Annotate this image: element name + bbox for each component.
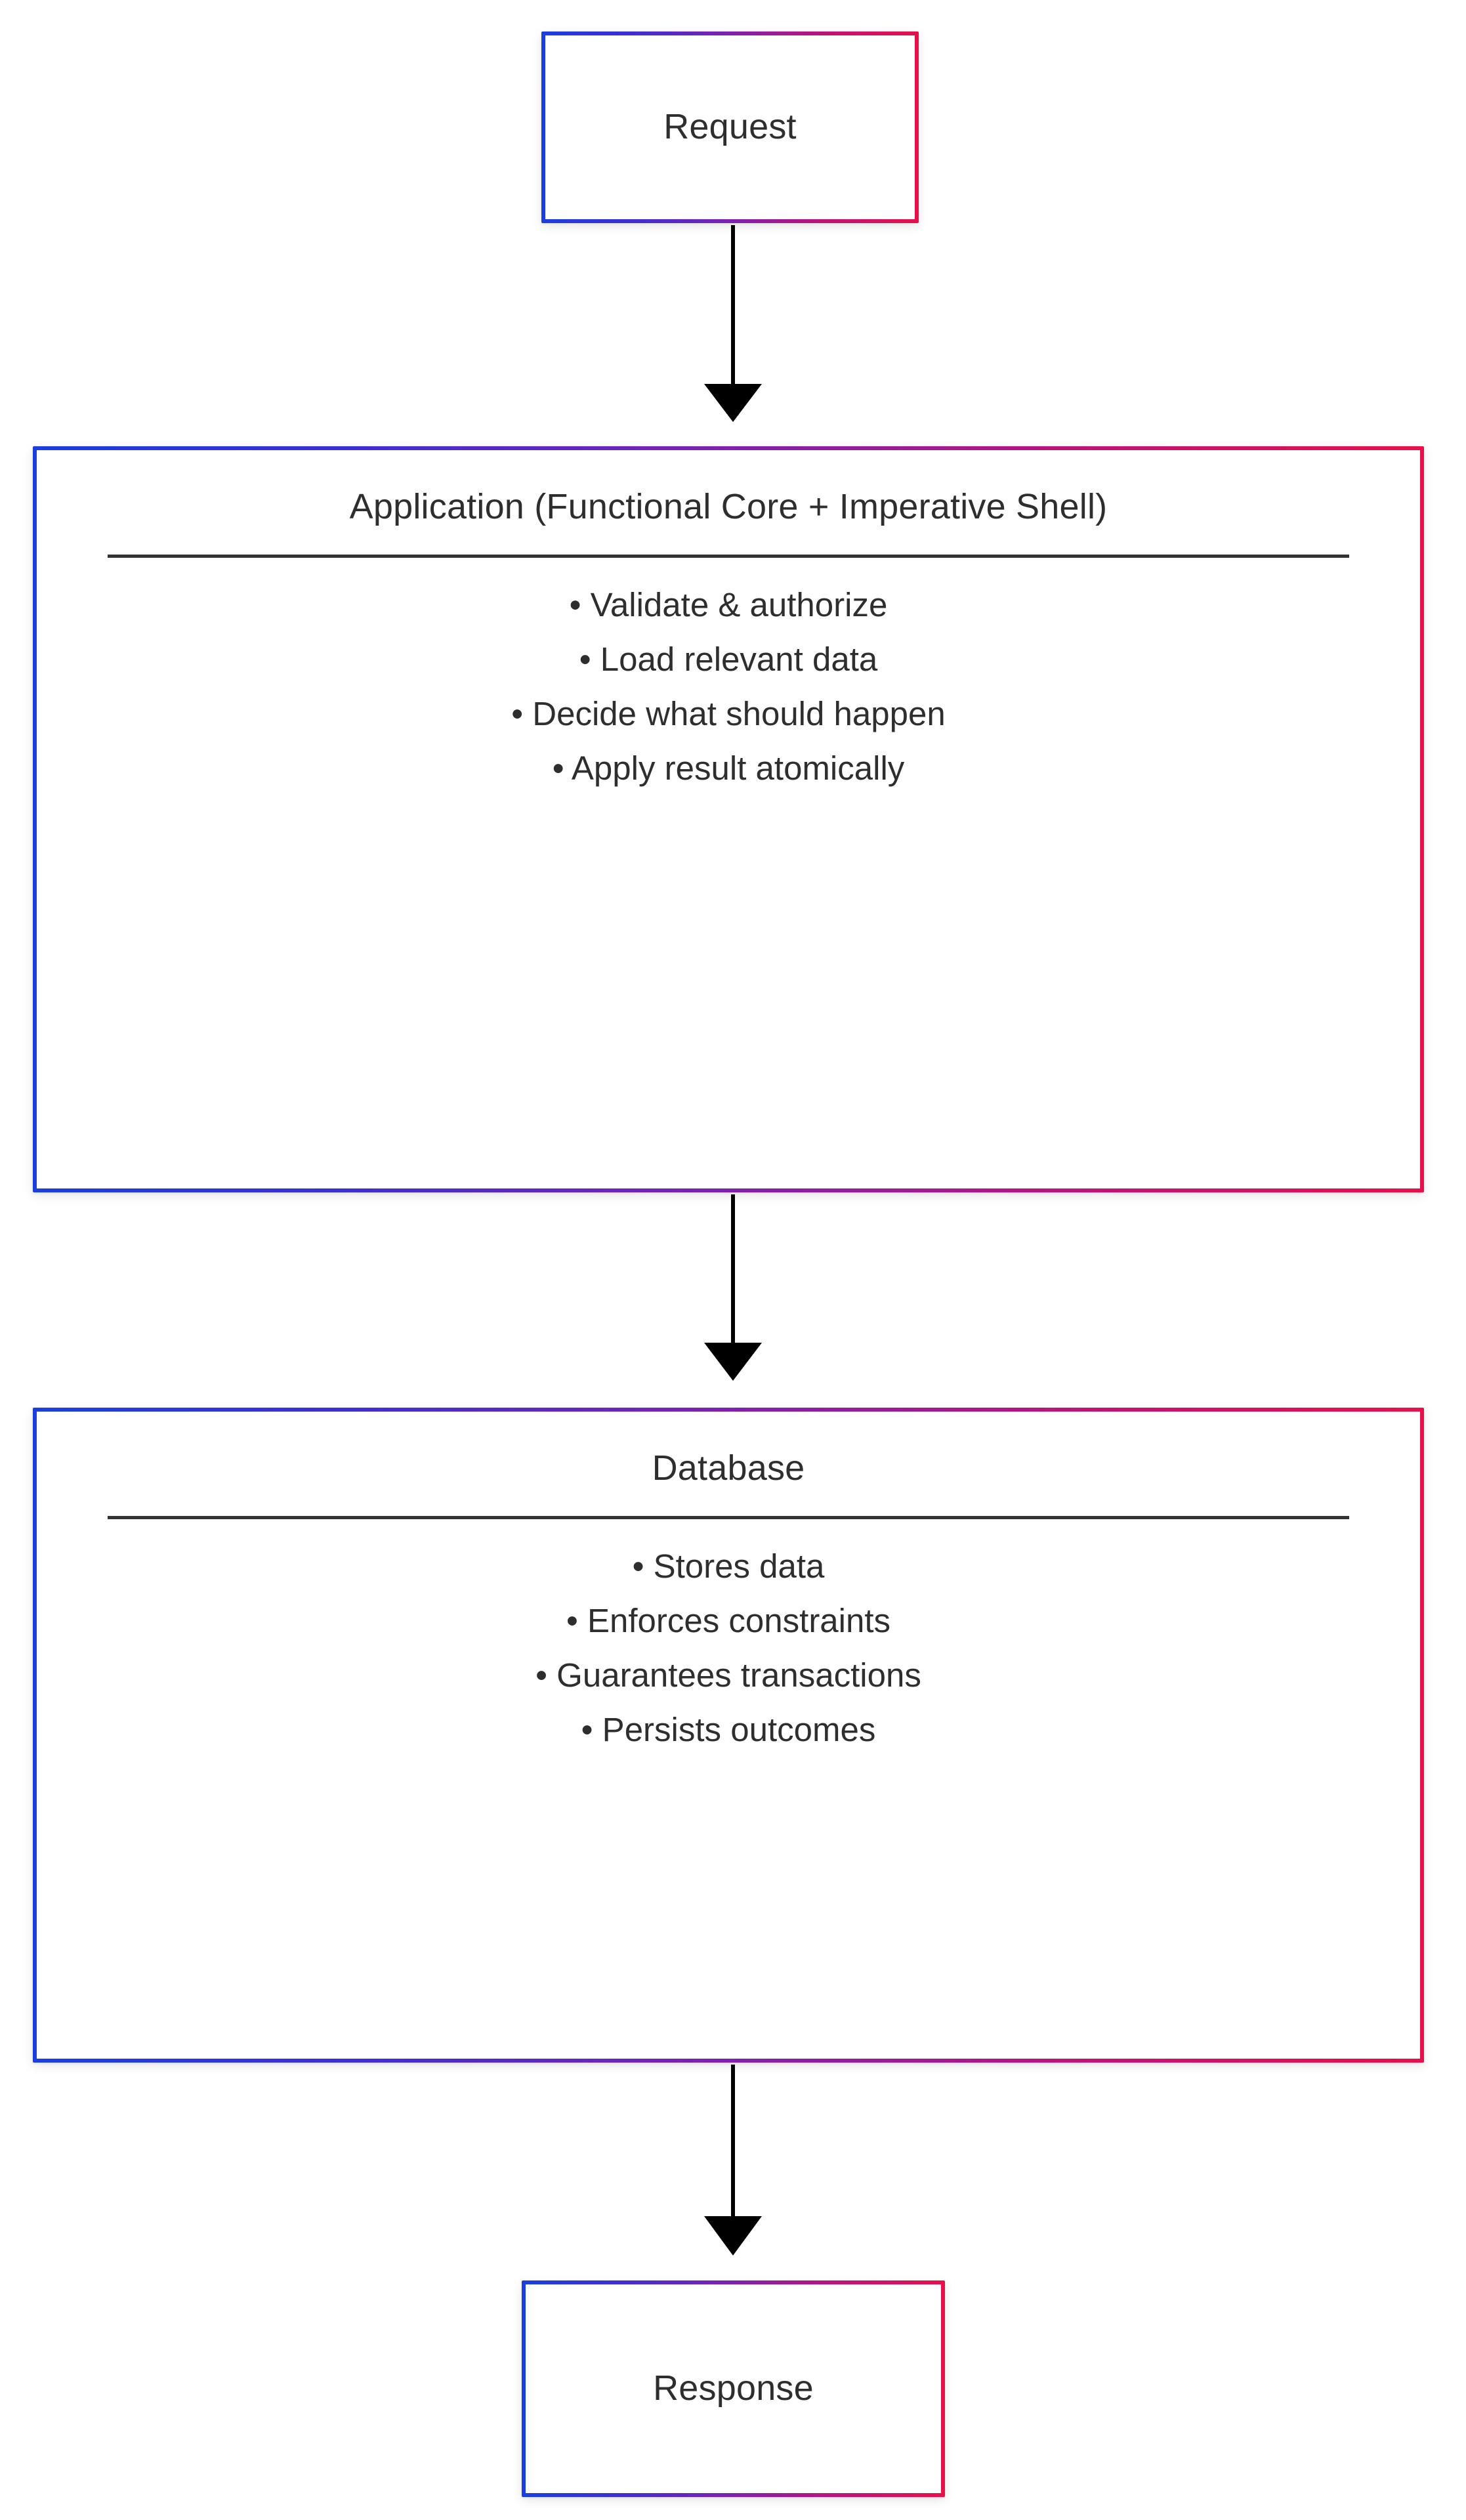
list-item: • Validate & authorize [569, 585, 888, 623]
list-item: • Load relevant data [579, 640, 878, 678]
node-database[interactable]: Database • Stores data • Enforces constr… [33, 1408, 1424, 2063]
node-response-title: Response [653, 2368, 814, 2408]
list-item: • Persists outcomes [581, 1711, 876, 1749]
edge-application-to-database [704, 1194, 762, 1381]
node-application[interactable]: Application (Functional Core + Imperativ… [33, 446, 1424, 1192]
node-application-title: Application (Functional Core + Imperativ… [349, 487, 1108, 526]
node-database-title: Database [652, 1448, 805, 1488]
node-response[interactable]: Response [522, 2280, 945, 2497]
node-application-bullet-list: • Validate & authorize • Load relevant d… [108, 578, 1349, 795]
node-database-divider [108, 1515, 1349, 1519]
node-application-divider [108, 554, 1349, 558]
list-item: • Stores data [632, 1547, 825, 1585]
list-item: • Guarantees transactions [535, 1656, 921, 1694]
node-request[interactable]: Request [541, 32, 919, 223]
edge-database-to-response [704, 2065, 762, 2256]
node-request-title: Request [663, 107, 797, 147]
list-item: • Enforces constraints [566, 1602, 891, 1639]
list-item: • Decide what should happen [511, 695, 946, 733]
node-database-bullet-list: • Stores data • Enforces constraints • G… [108, 1539, 1349, 1757]
list-item: • Apply result atomically [552, 749, 905, 788]
edge-request-to-application [704, 225, 762, 422]
